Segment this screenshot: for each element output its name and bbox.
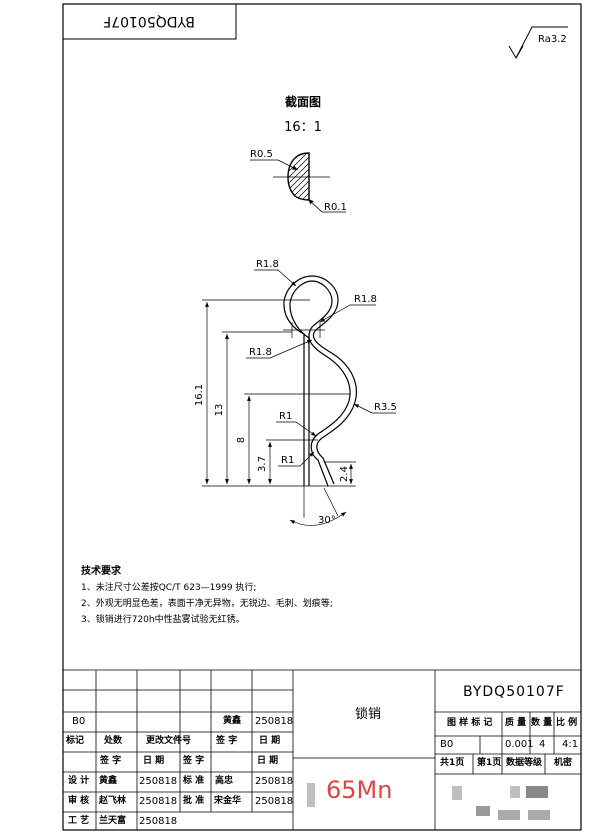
info-header-mass: 质 量 <box>505 718 527 728</box>
title-drawing-number: BYDQ50107F <box>463 684 565 700</box>
dim-height-13: 13 <box>214 404 225 417</box>
roughness-symbol: Ra3.2 <box>508 26 568 60</box>
dim-r-neck-right: R1.8 <box>354 294 377 305</box>
dimension-lines <box>202 269 396 526</box>
sheet-total: 共1页 <box>440 758 465 768</box>
dim-r-neck-left: R1.8 <box>249 347 272 358</box>
sign-date-review: 250818 <box>139 796 178 807</box>
info-value-scale: 4:1 <box>562 739 579 750</box>
dim-angle: 30° <box>318 515 336 526</box>
sign-role-design: 设 计 <box>68 776 90 786</box>
rev-header-doc: 更改文件号 <box>146 736 192 746</box>
roughness-value: Ra3.2 <box>538 34 567 45</box>
tech-req-item-2: 2、外观无明显色差，表面干净无异物，无锐边、毛刺、划痕等; <box>81 599 333 609</box>
sign-header-3: 签 字 <box>183 756 205 766</box>
rev-header-sign: 签 字 <box>216 736 238 746</box>
sheet-border <box>62 3 582 831</box>
dim-r-loop-top: R1.8 <box>256 259 279 270</box>
tech-req-item-3: 3、锁销进行720h中性盐雾试验无红锈。 <box>81 615 245 625</box>
rev-header-count: 处数 <box>104 736 123 746</box>
dim-r-large-curve: R3.5 <box>374 402 397 413</box>
sign-name-approve: 宋金华 <box>214 796 242 806</box>
sign-role-standard: 标 准 <box>183 776 205 786</box>
sign-role-approve: 批 准 <box>183 796 205 806</box>
mirrored-number-box: BYDQ50107F <box>62 3 237 40</box>
sheet-data-level: 数据等级 <box>506 758 543 768</box>
rev-header-date: 日 期 <box>259 736 281 746</box>
info-header-mark: 图 样 标 记 <box>447 718 493 728</box>
title-material: 65Mn <box>326 776 393 804</box>
dim-height-3-7: 3.7 <box>257 456 268 472</box>
sign-name-design: 黄鑫 <box>99 776 118 786</box>
section-scale: 16：1 <box>284 120 322 135</box>
revision-date: 250818 <box>255 716 294 727</box>
section-title: 截面图 <box>285 94 321 109</box>
sign-date-standard: 250818 <box>255 776 294 787</box>
info-value-qty: 4 <box>539 739 546 750</box>
sheet-secret: 机密 <box>554 758 573 768</box>
sign-header-2: 日 期 <box>143 756 165 766</box>
sign-role-process: 工 艺 <box>68 816 90 826</box>
info-header-scale: 比 例 <box>556 718 578 728</box>
tech-req-title: 技术要求 <box>81 566 121 577</box>
title-block-grid <box>63 669 581 830</box>
sign-header-4: 日 期 <box>257 756 279 766</box>
sheet-current: 第1页 <box>477 758 502 768</box>
sign-name-review: 赵飞林 <box>99 796 127 806</box>
dim-height-total: 16.1 <box>194 384 205 406</box>
rev-header-mark: 标记 <box>66 736 85 746</box>
info-value-mark: B0 <box>440 739 454 750</box>
dimension-texts: R1.8 R1.8 R1.8 R3.5 R1 R1 16.1 13 8 3.7 … <box>194 259 397 526</box>
section-radius-top: R0.5 <box>250 149 273 160</box>
dim-r-lower-2: R1 <box>281 455 294 466</box>
revision-signature: 黄鑫 <box>223 716 242 726</box>
sign-name-process: 兰天富 <box>99 816 127 826</box>
info-header-qty: 数 量 <box>531 718 553 728</box>
section-radius-bottom: R0.1 <box>324 202 347 213</box>
dim-height-8: 8 <box>236 437 247 443</box>
sign-name-standard: 高忠 <box>215 776 234 786</box>
sign-header-1: 签 字 <box>100 756 122 766</box>
section-view: 截面图 16：1 R0.5 R0.1 <box>250 94 347 213</box>
mirrored-drawing-number: BYDQ50107F <box>103 13 195 29</box>
redacted-marks <box>307 783 550 820</box>
dim-height-2-4: 2.4 <box>339 466 350 482</box>
sign-role-review: 审 核 <box>68 796 90 806</box>
sign-date-process: 250818 <box>139 816 178 827</box>
sign-date-approve: 250818 <box>255 796 294 807</box>
tech-req-item-1: 1、未注尺寸公差按QC/T 623—1999 执行; <box>81 583 257 593</box>
dim-r-lower-1: R1 <box>279 411 292 422</box>
title-part-name: 锁销 <box>355 707 382 722</box>
revision-mark: B0 <box>72 716 86 727</box>
sign-date-design: 250818 <box>139 776 178 787</box>
info-value-mass: 0.001 <box>505 739 534 750</box>
